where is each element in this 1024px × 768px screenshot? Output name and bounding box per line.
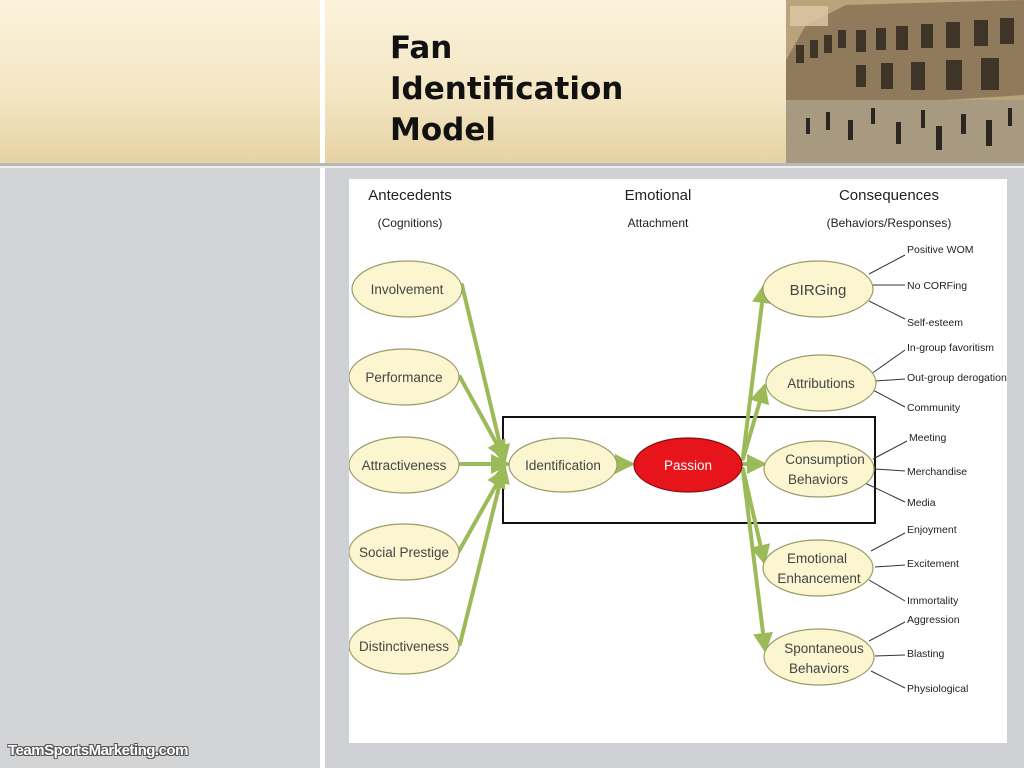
fan-identification-diagram: Antecedents (Cognitions) Emotional Attac… — [349, 179, 1007, 743]
header-cognitions: (Cognitions) — [378, 216, 443, 230]
node-emotional-enhancement: Emotional Enhancement — [762, 539, 874, 597]
arrow-social-prestige — [457, 467, 506, 553]
ellipse-emotional-enhancement — [762, 539, 874, 597]
arrow-performance — [458, 375, 506, 461]
connector-enjoyment — [870, 532, 906, 552]
item-meeting: Meeting — [909, 432, 947, 444]
connector-media — [864, 482, 906, 503]
header-consequences: Consequences — [839, 187, 939, 204]
ellipse-consumption-behaviors — [763, 440, 875, 498]
header-emotional: Emotional — [625, 187, 692, 204]
connector-community — [870, 388, 906, 408]
label-attributions: Attributions — [787, 376, 855, 391]
item-immortality: Immortality — [907, 595, 959, 607]
node-spontaneous-behaviors: Spontaneous Behaviors — [763, 628, 875, 686]
label-distinctiveness: Distinctiveness — [359, 639, 449, 654]
site-logo: TeamSportsMarketing.com — [8, 742, 188, 759]
connector-immortality — [868, 579, 906, 602]
connector-self-esteem — [868, 300, 906, 320]
item-excitement: Excitement — [907, 558, 959, 570]
node-birging: BIRGing — [762, 260, 874, 318]
connector-out-group — [874, 378, 906, 382]
connector-meeting — [872, 440, 908, 460]
node-passion: Passion — [633, 437, 743, 493]
ellipse-performance — [349, 348, 460, 406]
label-enhancement: Enhancement — [777, 571, 861, 586]
connector-in-group — [870, 349, 906, 375]
label-attractiveness: Attractiveness — [362, 458, 447, 473]
item-community: Community — [907, 402, 961, 414]
label-social-prestige: Social Prestige — [359, 545, 449, 560]
vertical-divider — [320, 0, 325, 768]
consequences-column: BIRGing Attributions Consumption Behavio… — [762, 260, 877, 686]
label-identification: Identification — [525, 458, 601, 473]
left-header-band — [0, 0, 320, 163]
item-aggression: Aggression — [907, 614, 960, 626]
arrow-involvement — [460, 283, 511, 465]
ellipse-passion — [633, 437, 743, 493]
node-involvement: Involvement — [351, 260, 463, 318]
node-identification: Identification — [508, 437, 618, 493]
item-merchandise: Merchandise — [907, 466, 967, 478]
arrow-spontaneous — [741, 469, 773, 653]
antecedent-arrows — [457, 283, 773, 653]
antecedents-column: Involvement Performance Attractiveness S… — [349, 260, 463, 675]
consequence-connectors — [864, 254, 908, 689]
title-line-1: Fan — [390, 30, 453, 66]
label-birging: BIRGing — [790, 282, 847, 299]
item-physiological: Physiological — [907, 683, 968, 695]
label-spontaneous: Spontaneous — [784, 641, 864, 656]
ellipse-attributions — [765, 354, 877, 412]
arrow-distinctiveness — [458, 463, 510, 646]
label-passion: Passion — [664, 458, 712, 473]
arrow-attributions — [741, 383, 770, 461]
slide-title: Fan Identification Model — [390, 28, 650, 151]
ellipse-social-prestige — [349, 523, 460, 581]
item-no-corfing: No CORFing — [907, 280, 967, 292]
item-positive-wom: Positive WOM — [907, 244, 974, 256]
consequence-items: Positive WOM No CORFing Self-esteem In-g… — [907, 244, 1007, 695]
label-performance: Performance — [365, 370, 442, 385]
header-antecedents: Antecedents — [368, 187, 451, 204]
connector-excitement — [874, 564, 906, 568]
header-rule-highlight — [0, 166, 1024, 168]
ellipse-identification — [508, 437, 618, 493]
label-emotional: Emotional — [787, 551, 847, 566]
ellipse-birging — [762, 260, 874, 318]
connector-merchandise — [874, 468, 906, 472]
connector-blasting — [874, 654, 906, 657]
label-consumption: Consumption — [785, 452, 865, 467]
label-involvement: Involvement — [371, 282, 444, 297]
item-self-esteem: Self-esteem — [907, 317, 963, 329]
node-consumption-behaviors: Consumption Behaviors — [763, 440, 875, 498]
connector-positive-wom — [868, 254, 906, 275]
ellipse-attractiveness — [349, 436, 460, 494]
title-line-2: Identification — [390, 71, 624, 107]
item-blasting: Blasting — [907, 648, 945, 660]
label-spontaneous-behaviors: Behaviors — [789, 661, 849, 676]
connector-aggression — [868, 621, 906, 642]
item-enjoyment: Enjoyment — [907, 524, 957, 536]
node-distinctiveness: Distinctiveness — [349, 617, 460, 675]
header-attachment: Attachment — [628, 216, 689, 230]
node-performance: Performance — [349, 348, 460, 406]
header-rule — [0, 163, 1024, 166]
ellipse-involvement — [351, 260, 463, 318]
node-social-prestige: Social Prestige — [349, 523, 460, 581]
node-attractiveness: Attractiveness — [349, 436, 460, 494]
node-attributions: Attributions — [765, 354, 877, 412]
connector-physiological — [870, 670, 906, 689]
header-behaviors: (Behaviors/Responses) — [827, 216, 952, 230]
stadium-photo — [786, 0, 1024, 163]
ellipse-distinctiveness — [349, 617, 460, 675]
item-out-group-derogation: Out-group derogation — [907, 372, 1007, 384]
title-line-3: Model — [390, 112, 496, 148]
label-consumption-behaviors: Behaviors — [788, 472, 848, 487]
item-media: Media — [907, 497, 936, 509]
arrow-birging — [741, 283, 772, 459]
ellipse-spontaneous-behaviors — [763, 628, 875, 686]
item-in-group-favoritism: In-group favoritism — [907, 342, 994, 354]
